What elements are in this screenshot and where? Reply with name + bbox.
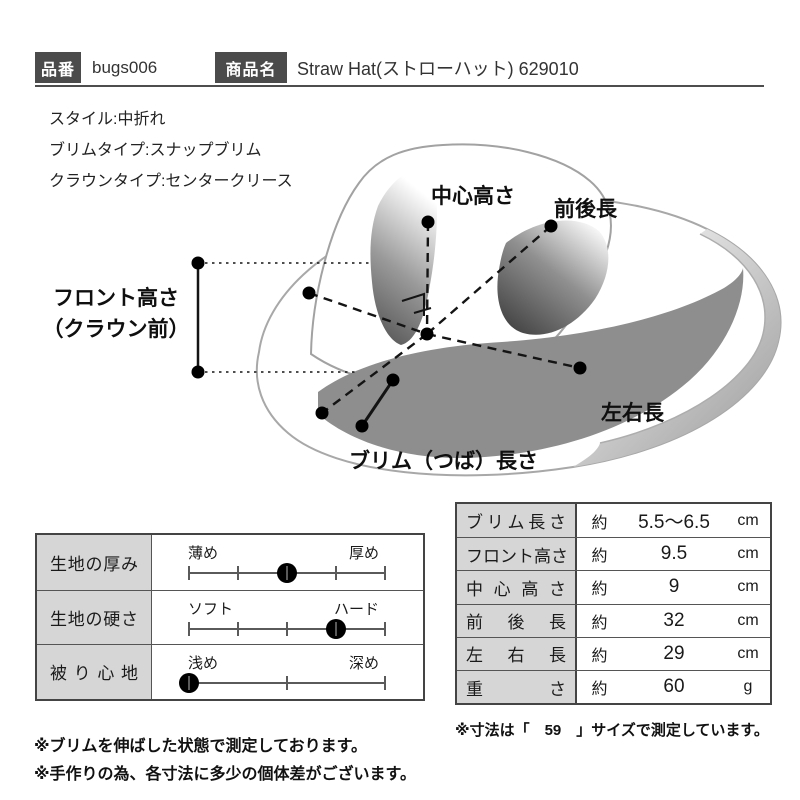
spec-brim-type: ブリムタイプ:スナップブリム: [49, 142, 262, 159]
slider-track: [188, 563, 386, 583]
size-label: 重さ: [457, 670, 577, 704]
product-name-tag: 商品名: [215, 52, 287, 83]
size-unit: cm: [737, 545, 759, 563]
slider-tick: [188, 676, 190, 691]
slider-tick: [237, 566, 239, 580]
slider-min-label: 薄め: [188, 545, 219, 562]
footnote-brim: ※ブリムを伸ばした状態で測定しております。: [34, 738, 367, 755]
approx-prefix: 約: [591, 647, 608, 665]
feature-label: 生地の厚み: [37, 535, 152, 590]
size-unit: cm: [737, 511, 759, 529]
thickness-slider: 薄め 厚め: [152, 535, 423, 590]
approx-prefix: 約: [591, 548, 608, 566]
item-number-value: bugs006: [92, 57, 158, 77]
measurement-lines: [196, 221, 581, 427]
approx-prefix: 約: [591, 614, 608, 632]
size-unit: g: [743, 678, 753, 696]
slider-max-label: 厚め: [348, 545, 379, 562]
size-unit: cm: [737, 611, 759, 629]
size-label-text: 中心高さ: [466, 579, 566, 599]
spec-crown-type: クラウンタイプ:センタークリース: [49, 173, 293, 190]
feature-row-hardness: 生地の硬さ ソフト ハード: [37, 589, 423, 645]
size-value: 32: [663, 609, 685, 631]
approx-prefix: 約: [591, 581, 608, 599]
footnote-handmade: ※手作りの為、各寸法に多少の個体差がございます。: [34, 766, 416, 783]
table-row: 重さ 約 60 g: [457, 669, 770, 704]
feature-row-fit: 被り心地 浅め 深め: [37, 644, 423, 699]
size-value: 29: [663, 642, 685, 664]
size-label-text: 左右長: [466, 646, 566, 666]
table-row: フロント高さ 約 9.5 cm: [457, 537, 770, 571]
slider-min-label: ソフト: [188, 600, 234, 618]
feature-label: 被り心地: [37, 645, 152, 699]
slider-tick: [335, 621, 337, 636]
feature-label-text: 生地の厚み: [50, 554, 138, 574]
slider-tick: [384, 621, 386, 636]
feature-label-text: 被り心地: [50, 664, 138, 684]
slider-tick: [335, 566, 337, 580]
size-value: 5.5～6.5: [638, 512, 710, 534]
hat-brim-curl-shading: [573, 229, 781, 467]
hat-band: [318, 268, 744, 459]
size-label-text: ブリム長さ: [466, 513, 566, 533]
hat-crown-dent-left: [370, 166, 438, 345]
slider-tick: [188, 621, 190, 636]
table-row: 中心高さ 約 9 cm: [457, 570, 770, 604]
table-row: 左右長 約 29 cm: [457, 636, 770, 670]
size-label: ブリム長さ: [457, 504, 577, 538]
header-divider: [35, 85, 764, 87]
size-value: 9: [668, 576, 680, 598]
measurement-endpoints: [191, 215, 587, 433]
slider-tick: [188, 566, 190, 580]
slider-max-label: 深め: [348, 655, 379, 673]
item-number-tag: 品番: [35, 52, 81, 83]
footnote-size: ※寸法は「 59 」サイズで測定しています。: [455, 722, 769, 739]
size-unit: cm: [737, 644, 759, 662]
approx-prefix: 約: [591, 514, 608, 532]
slider-tick: [286, 621, 288, 636]
fabric-feature-table: 生地の厚み 薄め 厚め 生地の硬さ ソフト ハード: [35, 533, 425, 701]
slider-max-label: ハード: [333, 600, 379, 618]
size-value: 9.5: [660, 543, 688, 565]
size-measurements-table: ブリム長さ 約 5.5～6.5 cm フロント高さ 約 9.5 cm 中心高さ …: [455, 502, 772, 706]
slider-track: [179, 673, 386, 694]
size-label-text: 重さ: [466, 679, 566, 699]
spec-style: スタイル:中折れ: [49, 111, 166, 128]
label-front-height: フロント高さ （クラウン前）: [28, 283, 204, 345]
footnotes-left: ※ブリムを伸ばした状態で測定しております。 ※手作りの為、各寸法に多少の個体差が…: [34, 733, 416, 789]
label-front-back-length: 前後長: [554, 198, 617, 221]
slider-tick: [237, 621, 239, 636]
size-label: フロント高さ: [457, 538, 577, 571]
size-label-text: 前後長: [466, 613, 566, 633]
feature-label: 生地の硬さ: [37, 590, 152, 645]
label-left-right-length: 左右長: [601, 402, 664, 425]
slider-track: [188, 618, 386, 639]
size-unit: cm: [737, 578, 759, 596]
table-row: 前後長 約 32 cm: [457, 603, 770, 637]
slider-tick: [384, 676, 386, 691]
spec-list: スタイル:中折れ ブリムタイプ:スナップブリム クラウンタイプ:センタークリース: [49, 104, 293, 197]
hardness-slider: ソフト ハード: [152, 591, 423, 645]
feature-label-text: 生地の硬さ: [50, 609, 138, 629]
label-center-height: 中心高さ: [431, 185, 515, 208]
label-front-height-line2: （クラウン前）: [42, 318, 190, 341]
product-name-value: Straw Hat(ストローハット) 629010: [297, 58, 579, 79]
slider-min-label: 浅め: [188, 655, 219, 673]
size-label: 中心高さ: [457, 571, 577, 604]
hat-brim-inner-edge: [599, 233, 766, 444]
slider-tick: [286, 566, 288, 580]
size-label: 前後長: [457, 604, 577, 637]
size-label: 左右長: [457, 637, 577, 670]
size-value: 60: [663, 676, 685, 698]
size-label-text: フロント高さ: [466, 546, 568, 566]
table-row: ブリム長さ 約 5.5～6.5 cm: [457, 504, 770, 538]
slider-tick: [384, 566, 386, 580]
fit-slider: 浅め 深め: [152, 645, 423, 699]
slider-tick: [286, 676, 288, 691]
feature-row-thickness: 生地の厚み 薄め 厚め: [37, 535, 423, 590]
label-front-height-line1: フロント高さ: [53, 287, 179, 310]
approx-prefix: 約: [591, 681, 608, 699]
label-brim-length: ブリム（つば）長さ: [349, 450, 538, 473]
